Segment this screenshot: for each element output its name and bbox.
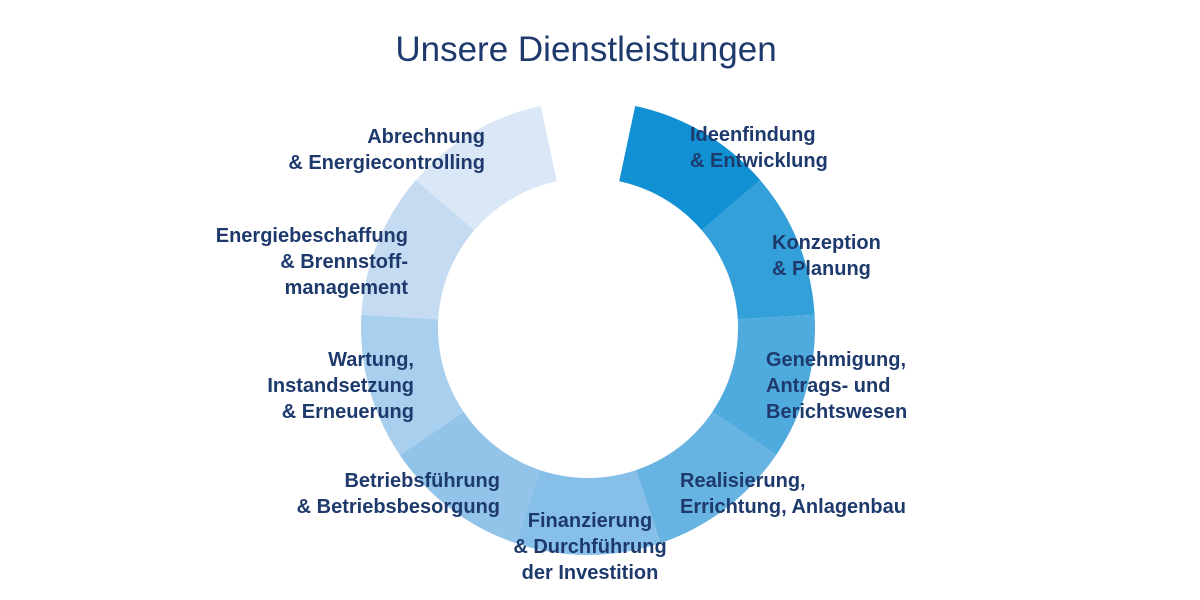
segment-label-line: Betriebsführung xyxy=(344,470,500,492)
donut-segment-3 xyxy=(712,314,816,455)
segment-label-line: & Betriebsbesorgung xyxy=(296,496,500,518)
segment-label-8: Energiebeschaffung & Brennstoff-managemen… xyxy=(216,223,408,301)
donut-segment-9 xyxy=(415,105,557,231)
donut-segment-4 xyxy=(636,411,777,544)
segment-label-line: Finanzierung xyxy=(527,510,653,532)
segment-label-1: Ideenfindung & Entwicklung xyxy=(690,122,828,174)
segment-label-line: & Entwicklung xyxy=(690,150,828,172)
segment-label-line: Energiebeschaffung xyxy=(215,225,408,247)
segment-label-line: & Planung xyxy=(772,258,871,280)
segment-label-line: Realisierung, xyxy=(680,470,806,492)
segment-label-line: Instandsetzung xyxy=(267,375,414,397)
segment-label-line: Genehmigung, xyxy=(766,349,906,371)
segment-label-line: Berichtswesen xyxy=(766,401,908,423)
segment-label-7: Wartung, Instandsetzung & Erneuerung xyxy=(267,347,414,425)
donut-segment-8 xyxy=(361,180,475,320)
segment-label-9: Abrechnung & Energiecontrolling xyxy=(288,124,485,176)
donut-segment-2 xyxy=(701,180,815,320)
segment-label-line: & Durchführung xyxy=(513,536,667,558)
segment-label-line: management xyxy=(284,277,408,299)
segment-label-2: Konzeption & Planung xyxy=(772,230,881,282)
donut-segment-5 xyxy=(515,470,661,555)
segment-label-6: Betriebsführung & Betriebsbesorgung xyxy=(297,468,500,520)
donut-segment-7 xyxy=(360,314,464,455)
segment-label-line: der Investition xyxy=(521,562,659,584)
segment-label-line: Antrags- und xyxy=(766,375,891,397)
segment-label-line: & Energiecontrolling xyxy=(288,152,485,174)
segment-label-line: & Erneuerung xyxy=(281,401,414,423)
segment-label-line: & Brennstoff- xyxy=(280,251,408,273)
segment-label-4: Realisierung, Errichtung, Anlagenbau xyxy=(680,468,906,520)
segment-label-5: Finanzierung & Durchführung der Investitio… xyxy=(340,508,840,586)
donut-segment-6 xyxy=(399,411,540,544)
segment-label-line: Ideenfindung xyxy=(690,124,816,146)
segment-label-line: Abrechnung xyxy=(367,126,485,148)
segment-label-line: Errichtung, Anlagenbau xyxy=(680,496,906,518)
segment-label-line: Konzeption xyxy=(772,232,881,254)
segment-label-line: Wartung, xyxy=(328,349,414,371)
donut-segment-1 xyxy=(619,105,761,231)
page-title: Unsere Dienstleistungen xyxy=(395,30,777,69)
